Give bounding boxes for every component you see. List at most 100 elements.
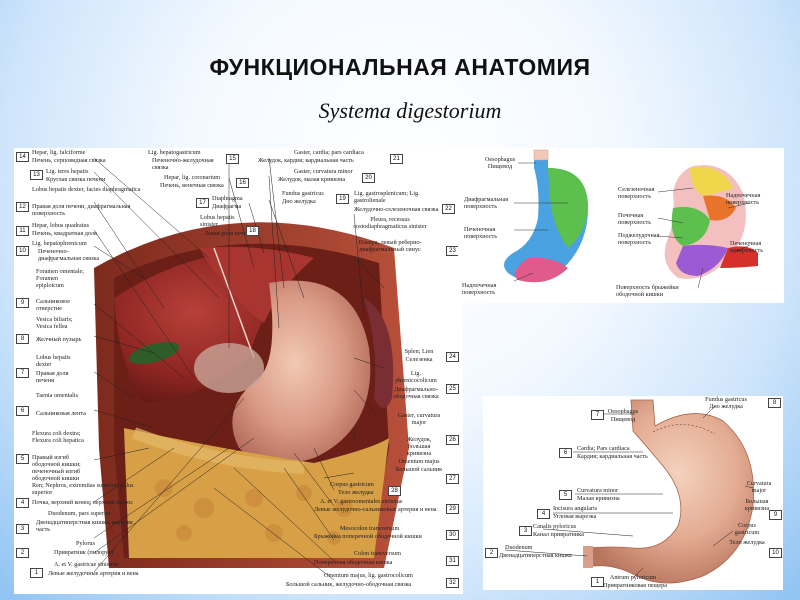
pylorus-region (720, 246, 758, 268)
splenic-surface-region (690, 166, 733, 196)
label-number: 9 (16, 298, 29, 308)
label-ru: Дно желудка (282, 198, 316, 205)
label-latin: Splen; Lien (404, 348, 434, 355)
label-number: 22 (442, 204, 455, 214)
label-ru: Печеночная поверхность (464, 226, 498, 240)
label-latin: Omentum majus (398, 458, 440, 465)
label-number: 10 (16, 246, 29, 256)
label-latin: Lobus hepatis dexter, facies diaphragmat… (32, 186, 141, 193)
label-latin: Gaster, curvatura major (397, 412, 441, 426)
label-latin: Foramen omentale; Foramen epiploicum (36, 268, 84, 289)
label-ru: Дно желудка (709, 403, 743, 410)
label-ru: Брыжейка поперечной ободочной кишки (314, 533, 422, 540)
label-latin: Antrum pyloricum (609, 574, 657, 581)
label-number: 5 (16, 454, 29, 464)
label-ru: Тело желудка (338, 489, 374, 496)
label-ru: Почечная поверхность (618, 212, 652, 226)
label-number: 4 (537, 509, 550, 519)
label-ru: Печень, квадратная доля (32, 230, 97, 237)
label-ru: Большой сальник (395, 466, 443, 473)
label-ru: Канал привратника (533, 531, 584, 538)
label-latin: Hepar, lig. coronarium (164, 174, 221, 181)
leader-lines (93, 157, 385, 581)
label-number: 21 (390, 154, 403, 164)
duodenum (583, 546, 593, 568)
label-latin: Corpus gastricum (330, 481, 374, 488)
label-latin: Lobus hepatis dexter (36, 354, 71, 368)
falciform-ligament (213, 247, 255, 359)
label-latin: Mesocolon transversum (340, 525, 400, 532)
label-ru: Левая доля печени (204, 230, 253, 237)
suprarenal-surface-region (703, 195, 736, 221)
label-number: 20 (362, 173, 375, 183)
label-latin: Incisura angularis (553, 505, 598, 512)
label-ru: Селезеночная поверхность (618, 186, 655, 200)
label-ru: Сальниковая лента (36, 410, 86, 417)
label-latin: Hepar, lig. falciforme (32, 149, 86, 156)
label-number: 26 (446, 435, 459, 445)
label-ru: Желудок, малая кривизна (278, 176, 346, 183)
stomach-body (586, 399, 754, 584)
abdominal-organs-figure: 14 Hepar, lig. falciforme Печень, серпов… (14, 148, 463, 594)
label-latin: Taenia omentalis (36, 392, 79, 399)
label-number: 3 (519, 526, 532, 536)
stomach-leader-lines (504, 405, 754, 579)
label-number: 11 (16, 226, 29, 236)
label-ru: Малая кривизна (577, 495, 620, 502)
label-number: 10 (769, 548, 782, 558)
label-number: 5 (559, 490, 572, 500)
label-ru: Плевра, левый реберно-диафрагмальный син… (358, 239, 422, 253)
label-ru: Двенадцатиперстная кишка (499, 552, 572, 559)
label-number: 31 (446, 556, 459, 566)
label-number: 13 (30, 170, 43, 180)
label-number: 32 (446, 578, 459, 588)
label-ru: Двенадцатиперстная кишка, верхняя часть (36, 519, 133, 533)
label-latin: Lobus hepatis sinister (200, 214, 235, 228)
label-latin: Flexura coli dextra; Flexura coli hepati… (32, 430, 84, 444)
label-number: 8 (768, 398, 781, 408)
label-latin: Fundus gastricus (282, 190, 324, 197)
label-ru: Печень, венечная связка (160, 182, 224, 189)
label-ru: Левые желудочно-сальниковые артерия и ве… (314, 506, 437, 513)
label-ru: Пищевод (610, 416, 636, 423)
label-ru: Желудочно-селезеночная связка (354, 206, 439, 213)
label-latin: Curvatura minor (577, 487, 619, 494)
label-number: 2 (485, 548, 498, 558)
label-ru: Привратниковая пещера (603, 582, 667, 589)
label-number: 30 (446, 530, 459, 540)
label-latin: Curvatura major (746, 480, 772, 494)
label-ru: Угловая вырезка (553, 513, 597, 520)
label-ru: Поперечная ободочная кишка (314, 559, 393, 566)
label-latin: Lig. hepatophrenicum (32, 240, 87, 247)
label-ru: Диафрагма (212, 203, 242, 210)
label-latin: Pleura, recessus costodiaphragmaticus si… (353, 216, 427, 230)
label-ru: Надпочечная поверхность (726, 192, 761, 206)
label-latin: Corpus gastricum (734, 522, 760, 536)
label-number: 4 (16, 498, 29, 508)
label-number: 16 (236, 178, 249, 188)
label-ru: Левые желудочные артерия и вена (48, 570, 139, 577)
label-latin: Canalis pyloricus (533, 523, 577, 530)
label-number: 9 (769, 510, 782, 520)
liver-left-lobe (199, 246, 314, 323)
spleen (364, 298, 394, 408)
label-ru: Кардия; кардиальная часть (577, 453, 648, 460)
oesophagus (533, 149, 549, 161)
label-latin: A. et V. gastricae sinistrae (54, 561, 119, 568)
label-ru: Печеночная поверхность (730, 240, 764, 254)
stomach (232, 280, 371, 464)
label-latin: Cardia; Pars cardiaca (577, 445, 630, 452)
label-ru: Желчный пузырь (36, 336, 82, 343)
label-ru: Печеночно-желудочная связка (152, 157, 214, 171)
label-number: 25 (446, 384, 459, 394)
label-latin: Lig. gastrosplenicum; Lig. gastrolienale (354, 190, 420, 204)
slide-subtitle: Systema digestorium (318, 98, 502, 123)
label-ru: Правая доля печени, диафрагмальная повер… (32, 203, 131, 217)
label-number: 12 (16, 202, 29, 212)
label-ru: Правый изгиб ободочной кишки; печеночный… (32, 454, 81, 482)
label-number: 3 (16, 524, 29, 534)
label-ru: Диафрагмально-ободочная связка (393, 386, 439, 400)
label-number: 18 (246, 226, 259, 236)
label-ru: Большая кривизна (744, 498, 770, 512)
label-number: 28 (388, 486, 401, 496)
